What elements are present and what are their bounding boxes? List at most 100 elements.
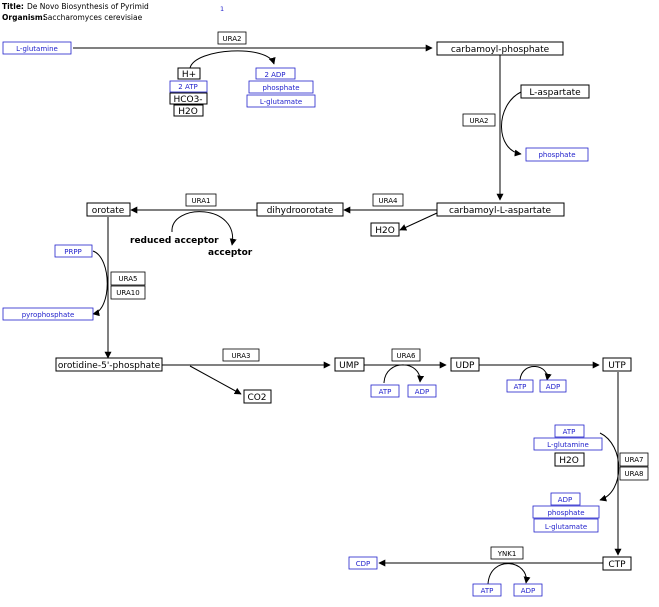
h2o-3-box <box>554 452 585 467</box>
arc-ura2-side <box>189 50 276 69</box>
ura3-label: URA3 <box>232 352 251 360</box>
title-value: De Novo Biosynthesis of Pyrimid <box>27 2 149 11</box>
ura4-box <box>372 193 404 207</box>
ctp-label: CTP <box>608 560 626 570</box>
ura7-label: URA7 <box>625 456 644 464</box>
co2-label: CO2 <box>247 393 266 403</box>
adp-2-box <box>539 379 567 393</box>
atp-4-label: ATP <box>481 587 494 595</box>
ura2-right-box <box>462 113 496 127</box>
acceptor-label: acceptor <box>208 248 253 258</box>
phosphate-2-label: phosphate <box>262 84 299 92</box>
pyrophosphate-label: pyrophosphate <box>22 311 75 319</box>
side-compound-boxes <box>2 41 603 597</box>
atp-1-box <box>370 384 400 398</box>
hco3-box <box>169 92 208 105</box>
atp2-box <box>169 80 208 93</box>
ura6-label: URA6 <box>397 352 416 360</box>
carbamoyl-phosphate-box <box>436 41 564 56</box>
atp-2-label: ATP <box>514 383 527 391</box>
cdp-box <box>348 556 378 570</box>
hco3-label: HCO3- <box>173 95 202 105</box>
h2o-1-box <box>173 104 204 117</box>
adp-2-label: ADP <box>546 383 560 391</box>
ump-label: UMP <box>339 361 359 371</box>
adp-1-box <box>407 384 437 398</box>
adp2-box <box>255 67 296 80</box>
ura2-right-label: URA2 <box>470 117 489 125</box>
co2-box <box>243 389 272 404</box>
ura10-label: URA10 <box>116 289 139 297</box>
ura3-box <box>222 348 260 362</box>
carbamoyl-l-aspartate-box <box>436 202 565 217</box>
h2o-3-label: H2O <box>559 456 579 466</box>
arc-acceptor <box>171 211 237 246</box>
atp-3-label: ATP <box>563 428 576 436</box>
udp-box <box>450 357 480 372</box>
enzyme-labels: URA2 URA2 URA4 URA1 URA5 URA10 URA3 URA6… <box>116 35 643 558</box>
phosphate-3-label: phosphate <box>547 509 584 517</box>
ura1-label: URA1 <box>192 197 211 205</box>
ura7-box <box>619 452 649 467</box>
ura2-top-box <box>217 31 247 45</box>
l-aspartate-label: L-aspartate <box>529 88 581 98</box>
cdp-label: CDP <box>356 560 371 568</box>
h-plus-box <box>177 67 201 80</box>
arrow-to-h2o <box>399 212 438 231</box>
l-glutamate-1-label: L-glutamate <box>260 98 302 106</box>
h2o-2-label: H2O <box>375 226 395 236</box>
h2o-2-box <box>370 222 400 237</box>
phosphate-1-label: phosphate <box>538 151 575 159</box>
ynk1-label: YNK1 <box>497 550 517 558</box>
phosphate-2-box <box>248 80 314 94</box>
l-glutamate-1-box <box>246 94 316 108</box>
h2o-1-label: H2O <box>178 107 198 117</box>
bold-labels: reduced acceptor acceptor <box>130 236 253 258</box>
atp-3-box <box>554 424 585 438</box>
adp-4-label: ADP <box>521 587 535 595</box>
udp-label: UDP <box>456 361 476 371</box>
l-glutamine-2-box <box>533 437 603 451</box>
adp2-label: 2 ADP <box>264 71 285 79</box>
ura8-box <box>619 466 649 481</box>
dihydroorotate-box <box>256 202 344 217</box>
phosphate-1-box <box>525 147 589 162</box>
side-labels: L-glutamine 2 ATP 2 ADP phosphate L-glut… <box>16 45 589 595</box>
arc-ctp-cdp <box>487 563 531 585</box>
ura5-box <box>110 271 146 286</box>
prpp-label: PRPP <box>64 248 82 256</box>
organism-value: Saccharomyces cerevisiae <box>43 13 143 22</box>
adp-1-label: ADP <box>415 388 429 396</box>
phosphate-3-box <box>532 505 600 519</box>
main-labels: carbamoyl-phosphate L-aspartate carbamoy… <box>58 45 626 570</box>
atp-4-box <box>472 583 502 597</box>
ura5-label: URA5 <box>119 275 138 283</box>
arrow-to-co2 <box>189 365 242 395</box>
utp-box <box>602 357 632 372</box>
l-glutamine-label: L-glutamine <box>16 45 58 53</box>
pyrophosphate-box <box>2 307 94 321</box>
arc-udp-utp <box>519 366 552 381</box>
ynk1-box <box>490 546 524 560</box>
main-arrows <box>73 44 622 585</box>
orotidine-label: orotidine-5'-phosphate <box>58 361 161 371</box>
title-label: Title: <box>2 2 24 11</box>
orotidine-box <box>55 357 163 372</box>
orotate-box <box>86 202 131 217</box>
arc-utp-ctp <box>599 432 620 502</box>
ura4-label: URA4 <box>379 197 398 205</box>
ump-box <box>334 357 365 372</box>
dihydroorotate-label: dihydroorotate <box>267 206 334 216</box>
prpp-box <box>54 244 93 258</box>
arc-aspartate-phosphate <box>501 91 522 157</box>
ura6-box <box>391 348 421 362</box>
ura8-label: URA8 <box>625 470 644 478</box>
arc-ump-udp <box>383 364 425 384</box>
l-glutamate-2-box <box>533 518 599 533</box>
adp-3-label: ADP <box>558 496 572 504</box>
orotate-label: orotate <box>92 206 125 216</box>
ura2-top-label: URA2 <box>223 35 242 43</box>
adp-3-box <box>550 492 581 506</box>
